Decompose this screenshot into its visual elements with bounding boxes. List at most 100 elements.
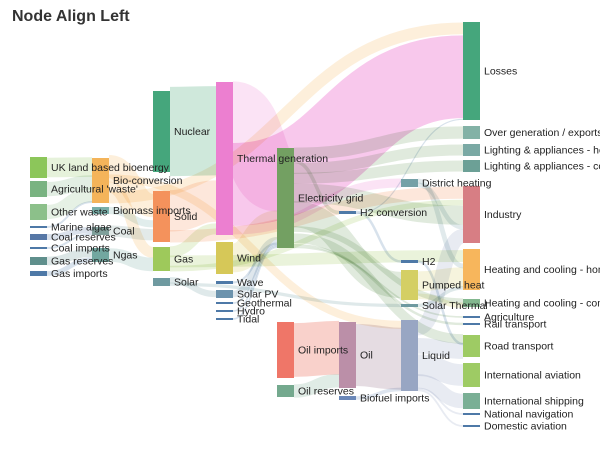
label-oil-reserves: Oil reserves (298, 386, 354, 398)
label-national-navigation: National navigation (484, 409, 573, 421)
node-solar-thermal[interactable] (401, 304, 418, 307)
node-international-shipping[interactable] (463, 393, 480, 409)
link-tidal-to-electricity-grid[interactable] (232, 246, 278, 320)
label-losses: Losses (484, 66, 517, 78)
node-hydro[interactable] (216, 310, 233, 312)
node-h2-conversion[interactable] (339, 211, 356, 214)
node-tidal[interactable] (216, 318, 233, 320)
node-liquid[interactable] (401, 320, 418, 391)
link-gas-to-thermal-generation[interactable] (169, 223, 217, 258)
link-coal-to-solid[interactable] (108, 225, 154, 241)
label-h2-conversion: H2 conversion (360, 207, 427, 219)
link-biomass-imports-to-solid[interactable] (108, 206, 154, 228)
node-heating-and-cooling-homes[interactable] (463, 249, 480, 290)
node-biomass-imports[interactable] (92, 207, 109, 214)
link-biofuel-imports-to-liquid[interactable] (355, 387, 402, 400)
node-bio-conversion[interactable] (92, 158, 109, 203)
node-rail-transport[interactable] (463, 323, 480, 325)
node-solar-pv[interactable] (216, 290, 233, 298)
node-biofuel-imports[interactable] (339, 396, 356, 400)
label-coal-reserves: Coal reserves (51, 232, 116, 244)
node-industry[interactable] (463, 186, 480, 243)
node-agriculture[interactable] (463, 316, 480, 318)
label-marine-algae: Marine algae (51, 222, 112, 234)
link-ngas-to-gas[interactable] (108, 248, 154, 272)
node-geothermal[interactable] (216, 302, 233, 304)
link-other-waste-to-bio-conversion[interactable] (46, 187, 93, 220)
sankey-links (46, 22, 466, 427)
label-heating-and-cooling-commercial: Heating and cooling - commercial (484, 298, 600, 310)
link-liquid-to-international-aviation[interactable] (417, 354, 464, 386)
link-solar-pv-to-electricity-grid[interactable] (232, 237, 278, 298)
link-bio-conversion-to-solid[interactable] (106, 154, 156, 218)
node-other-waste[interactable] (30, 204, 47, 220)
node-district-heating[interactable] (401, 179, 418, 187)
node-domestic-aviation[interactable] (463, 425, 480, 427)
link-solar-to-solar-thermal[interactable] (169, 282, 402, 308)
link-gas-imports-to-ngas[interactable] (46, 257, 93, 276)
link-electricity-grid-to-road-transport[interactable] (293, 233, 464, 344)
node-wind[interactable] (216, 242, 233, 274)
link-gas-reserves-to-ngas[interactable] (46, 248, 93, 266)
node-wave[interactable] (216, 281, 233, 284)
link-electricity-grid-to-pumped-heat[interactable] (292, 201, 403, 299)
node-national-navigation[interactable] (463, 413, 480, 415)
link-electricity-grid-to-lighting-appliances-homes[interactable] (293, 144, 464, 174)
link-liquid-to-domestic-aviation[interactable] (417, 389, 464, 427)
link-h2-conversion-to-losses[interactable] (355, 118, 464, 215)
node-international-aviation[interactable] (463, 363, 480, 387)
node-electricity-grid[interactable] (277, 148, 294, 248)
node-solar[interactable] (153, 278, 170, 286)
label-biofuel-imports: Biofuel imports (360, 393, 429, 405)
node-heating-and-cooling-commercial[interactable] (463, 299, 480, 307)
node-pumped-heat[interactable] (401, 270, 418, 300)
link-wave-to-electricity-grid[interactable] (232, 242, 278, 284)
link-electricity-grid-to-over-generation-exports[interactable] (293, 126, 464, 160)
link-liquid-to-road-transport[interactable] (417, 337, 464, 359)
node-coal-reserves[interactable] (30, 234, 47, 240)
node-agricultural-waste[interactable] (30, 181, 47, 197)
node-h2[interactable] (401, 260, 418, 263)
node-lighting-appliances-homes[interactable] (463, 144, 480, 156)
link-liquid-to-industry[interactable] (415, 229, 466, 336)
node-gas-imports[interactable] (30, 271, 47, 276)
link-hydro-to-electricity-grid[interactable] (232, 245, 278, 312)
link-oil-reserves-to-oil[interactable] (293, 374, 340, 398)
node-oil-imports[interactable] (277, 322, 294, 378)
node-coal-imports[interactable] (30, 247, 47, 249)
link-solar-to-solar-pv[interactable] (169, 277, 217, 298)
label-industry: Industry (484, 209, 522, 221)
link-thermal-generation-to-losses[interactable] (231, 35, 465, 226)
link-liquid-to-international-shipping[interactable] (417, 374, 464, 409)
link-solid-to-thermal-generation[interactable] (168, 180, 218, 232)
node-over-generation-exports[interactable] (463, 126, 480, 139)
link-coal-reserves-to-coal[interactable] (46, 227, 93, 240)
link-coal-imports-to-coal[interactable] (46, 233, 93, 249)
link-oil-imports-to-oil[interactable] (293, 320, 340, 377)
node-road-transport[interactable] (463, 335, 480, 357)
node-losses[interactable] (463, 22, 480, 120)
node-solid[interactable] (153, 191, 170, 242)
node-ngas[interactable] (92, 248, 109, 262)
node-nuclear[interactable] (153, 91, 170, 172)
node-marine-algae[interactable] (30, 226, 47, 228)
link-liquid-to-national-navigation[interactable] (417, 387, 464, 415)
link-bio-conversion-to-losses[interactable] (108, 22, 464, 204)
link-marine-algae-to-bio-conversion[interactable] (46, 201, 93, 228)
link-district-heating-to-industry[interactable] (417, 182, 464, 230)
link-oil-to-liquid[interactable] (355, 323, 402, 390)
node-oil[interactable] (339, 322, 356, 388)
node-coal[interactable] (92, 227, 109, 235)
node-oil-reserves[interactable] (277, 385, 294, 397)
link-electricity-grid-to-lighting-appliances-commercial[interactable] (293, 160, 464, 184)
link-nuclear-to-thermal-generation[interactable] (169, 86, 217, 177)
node-gas-reserves[interactable] (30, 257, 47, 265)
node-thermal-generation[interactable] (216, 82, 233, 235)
link-agricultural-waste-to-bio-conversion[interactable] (46, 175, 93, 197)
node-lighting-appliances-commercial[interactable] (463, 160, 480, 172)
link-geothermal-to-electricity-grid[interactable] (232, 243, 278, 304)
node-uk-land-based-bioenergy[interactable] (30, 157, 47, 178)
label-road-transport: Road transport (484, 341, 554, 353)
link-wind-to-electricity-grid[interactable] (230, 210, 280, 273)
node-gas[interactable] (153, 247, 170, 271)
